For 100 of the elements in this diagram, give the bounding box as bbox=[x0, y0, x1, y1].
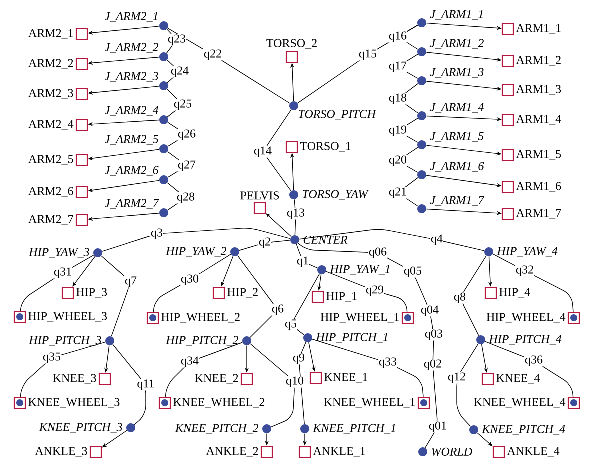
link-label: TORSO_2 bbox=[266, 39, 317, 49]
joint-variable-label: q06 bbox=[368, 247, 388, 259]
joint-link-line bbox=[166, 29, 174, 54]
link-label: ARM1_1 bbox=[516, 24, 561, 34]
joint-link-line bbox=[266, 110, 292, 192]
link-label: HIP_WHEEL_1 bbox=[320, 313, 400, 323]
link-label: HIP_WHEEL_3 bbox=[28, 312, 108, 322]
link-label: KNEE_4 bbox=[496, 374, 540, 384]
edge-label: q23 bbox=[168, 34, 186, 46]
edge-label: q30 bbox=[180, 274, 200, 286]
joint-label: J_ARM1_6 bbox=[430, 162, 484, 172]
joint-link-line bbox=[239, 240, 291, 251]
joint-label: HIP_PITCH_3 bbox=[29, 336, 102, 346]
wheel-dot bbox=[420, 400, 428, 406]
link-label: KNEE_1 bbox=[324, 373, 368, 383]
link-label: HIP_WHEEL_2 bbox=[162, 313, 240, 323]
edge-label: q6 bbox=[272, 304, 284, 316]
link-label: ARM2_2 bbox=[28, 59, 74, 69]
joint-label: J_ARM1_2 bbox=[430, 39, 484, 49]
joint-variable-label: q03 bbox=[424, 329, 444, 341]
edge-label: q36 bbox=[524, 355, 544, 367]
joint-label: J_ARM2_1 bbox=[105, 12, 158, 22]
joint-link-line bbox=[299, 229, 485, 252]
link-label: KNEE_WHEEL_2 bbox=[174, 398, 265, 408]
joint-label: J_ARM1_7 bbox=[430, 196, 485, 206]
joint-link-line bbox=[462, 256, 487, 336]
edge-label: q25 bbox=[174, 99, 192, 111]
link-label: ARM2_5 bbox=[28, 155, 74, 165]
edge-label: q5 bbox=[284, 319, 298, 331]
edge-label: q11 bbox=[136, 379, 156, 391]
edge-label: q27 bbox=[178, 160, 196, 172]
joint-label: J_ARM1_5 bbox=[430, 132, 484, 142]
joint-link-line bbox=[165, 342, 243, 398]
link-label: PELVIS bbox=[240, 192, 280, 200]
link-label: KNEE_WHEEL_1 bbox=[324, 398, 416, 408]
joint-label: J_ARM1_4 bbox=[430, 103, 484, 113]
link-label: KNEE_WHEEL_3 bbox=[28, 398, 120, 408]
link-label: KNEE_3 bbox=[53, 374, 96, 384]
edge-label: q35 bbox=[42, 352, 62, 364]
joint-link-line bbox=[102, 228, 291, 252]
link-label: ANKLE_2 bbox=[206, 447, 258, 457]
link-label: KNEE_2 bbox=[195, 374, 238, 384]
link-label: ANKLE_4 bbox=[507, 447, 560, 457]
link-label: ARM2_7 bbox=[28, 215, 74, 225]
link-label: ARM2_3 bbox=[28, 89, 74, 99]
edge-label: q29 bbox=[366, 285, 384, 297]
arrow bbox=[102, 430, 128, 448]
edge-label: q19 bbox=[388, 125, 408, 137]
link-label: HIP_4 bbox=[500, 288, 530, 298]
link-label: TORSO_1 bbox=[300, 142, 351, 152]
joint-label: WORLD bbox=[432, 448, 472, 456]
edge-label: q2 bbox=[258, 237, 272, 249]
wheel-dot bbox=[570, 400, 578, 406]
edge-label: q28 bbox=[176, 192, 196, 204]
joint-label: J_ARM1_1 bbox=[430, 10, 483, 20]
joint-label: HIP_YAW_4 bbox=[497, 247, 558, 257]
joint-label: J_ARM1_3 bbox=[430, 68, 484, 78]
joint-variable-label: q01 bbox=[428, 421, 448, 433]
joint-label: KNEE_PITCH_3 bbox=[39, 423, 122, 433]
joint-link-line bbox=[312, 339, 424, 398]
joint-link-line bbox=[294, 274, 320, 336]
edge-label: q18 bbox=[388, 93, 408, 105]
link-label: ARM1_2 bbox=[516, 56, 561, 66]
joint-variable-label: q02 bbox=[424, 359, 442, 371]
joint-link-line bbox=[101, 256, 129, 337]
edge-label: q14 bbox=[254, 146, 272, 158]
link-label: ANKLE_1 bbox=[313, 447, 366, 457]
joint-label: HIP_PITCH_4 bbox=[489, 335, 562, 345]
edge-label: q22 bbox=[204, 49, 222, 61]
joint-label: J_ARM2_5 bbox=[105, 135, 158, 145]
link-label: ARM2_1 bbox=[28, 29, 74, 39]
arrow bbox=[266, 214, 292, 238]
joint-link-line bbox=[112, 344, 146, 426]
joint-label: HIP_PITCH_1 bbox=[316, 333, 388, 343]
joint-link-line bbox=[298, 242, 438, 448]
edge-label: q13 bbox=[286, 208, 306, 220]
joint-label: J_ARM2_2 bbox=[105, 43, 159, 53]
link-label: ANKLE_3 bbox=[35, 447, 88, 457]
joint-link-line bbox=[153, 254, 232, 312]
edge-label: q24 bbox=[170, 66, 190, 78]
wheel-dot bbox=[404, 314, 412, 322]
link-label: ARM1_3 bbox=[516, 85, 562, 95]
link-label: ARM2_4 bbox=[28, 120, 74, 130]
edge-label: q21 bbox=[388, 187, 408, 199]
joint-label: J_ARM2_4 bbox=[105, 106, 159, 116]
edge-label: q3 bbox=[150, 228, 164, 240]
link-label: ARM1_6 bbox=[516, 182, 562, 192]
link-label: KNEE_WHEEL_4 bbox=[474, 398, 566, 408]
link-label: HIP_1 bbox=[326, 292, 357, 302]
joint-label: CENTER bbox=[304, 236, 348, 244]
edge-label: q26 bbox=[178, 129, 196, 141]
joint-label: J_ARM2_3 bbox=[105, 72, 158, 82]
edge-label: q17 bbox=[388, 61, 408, 73]
link-label: ARM1_7 bbox=[516, 209, 562, 219]
edge-label: q9 bbox=[292, 353, 306, 365]
joint-label: HIP_YAW_3 bbox=[28, 248, 90, 258]
link-label: HIP_3 bbox=[76, 288, 108, 298]
wheel-dot bbox=[16, 400, 24, 406]
joint-link-line bbox=[250, 344, 295, 428]
joint-link-line bbox=[168, 28, 290, 104]
